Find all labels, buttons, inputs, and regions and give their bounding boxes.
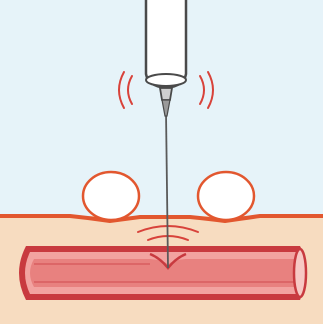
needle-hub [160, 88, 172, 100]
blood-vessel [19, 246, 307, 300]
syringe-bottom [146, 74, 186, 86]
vessel-end-opening [294, 249, 306, 297]
right-roller [198, 172, 254, 220]
left-roller [83, 172, 139, 220]
